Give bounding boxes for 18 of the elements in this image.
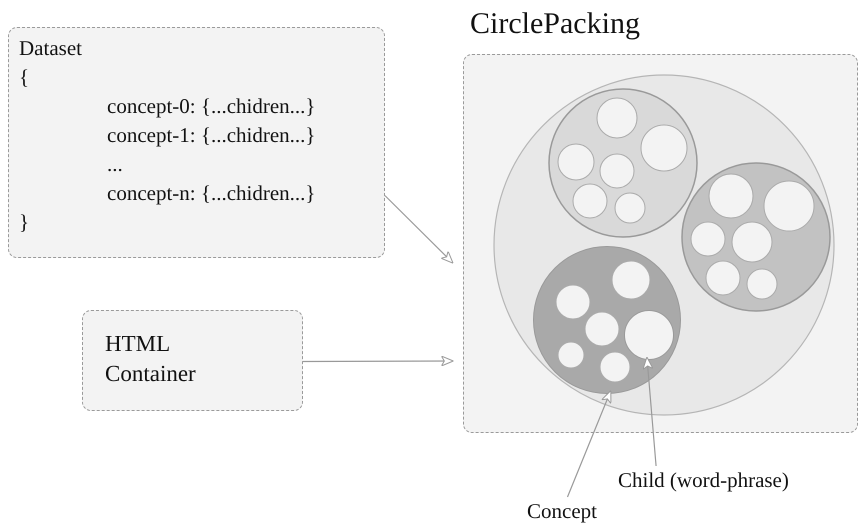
leader-line [566,390,612,498]
dataset-box [8,27,385,258]
child-circle [624,310,674,360]
dataset-text: } [19,209,30,236]
callout-label: Concept [527,497,619,525]
dataset-text: { [19,64,30,91]
dataset-text: ... [106,151,123,178]
dataset-text: concept-n: {...chidren...} [106,180,316,207]
leader-line [642,356,657,466]
dataset-text: concept-0: {...chidren...} [106,93,316,120]
container-box [82,310,303,411]
panel-heading: CirclePacking [470,7,640,41]
arrow [384,195,454,264]
dataset-text: Dataset [19,35,82,62]
container-label: HTML Container [105,330,197,388]
arrow [303,356,454,367]
callout-label: Child (word-phrase) [618,466,856,494]
dataset-text: concept-1: {...chidren...} [106,122,316,149]
